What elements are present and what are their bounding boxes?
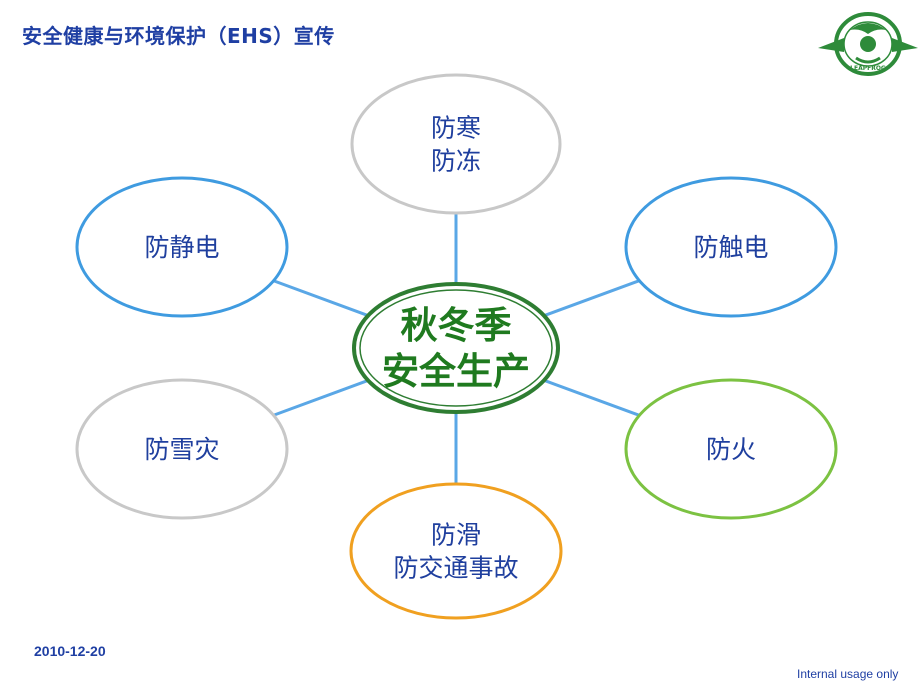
connector-lower-right	[543, 378, 640, 417]
connector-upper-left	[273, 279, 369, 317]
node-label-lower-right: 防火	[706, 435, 756, 464]
node-ellipse-top	[350, 73, 562, 215]
node-lower-right: 防火	[624, 378, 838, 520]
center-label: 安全生产	[382, 350, 530, 393]
connector-lower-left	[273, 379, 369, 417]
node-label-top: 防寒	[431, 114, 481, 143]
center-ellipse-outer	[352, 282, 560, 414]
node-ellipse-upper-left	[75, 176, 289, 318]
node-upper-left: 防静电	[75, 176, 289, 318]
footer-note: Internal usage only	[797, 667, 899, 681]
node-lower-left: 防雪灾	[75, 378, 289, 520]
node-label-bottom: 防交通事故	[393, 554, 518, 583]
connector-upper-right	[543, 279, 640, 318]
center-ellipse-inner	[359, 289, 553, 407]
node-ellipse-bottom	[349, 482, 563, 620]
logo-text: LEAPFROG	[850, 65, 886, 72]
footer-date: 2010-12-20	[34, 643, 106, 659]
node-label-upper-right: 防触电	[693, 233, 768, 262]
node-label-lower-left: 防雪灾	[144, 435, 219, 464]
node-ellipse-upper-right	[624, 176, 838, 318]
connectors	[273, 213, 640, 484]
node-label-upper-left: 防静电	[144, 233, 219, 262]
leapfrog-logo: LEAPFROG	[818, 12, 918, 76]
node-label-bottom: 防滑	[431, 521, 481, 550]
node-label-top: 防冻	[431, 147, 481, 176]
center-label: 秋冬季	[401, 304, 512, 347]
node-upper-right: 防触电	[624, 176, 838, 318]
page-title: 安全健康与环境保护（EHS）宣传	[22, 24, 335, 48]
node-ellipse-lower-left	[75, 378, 289, 520]
node-ellipse-lower-right	[624, 378, 838, 520]
